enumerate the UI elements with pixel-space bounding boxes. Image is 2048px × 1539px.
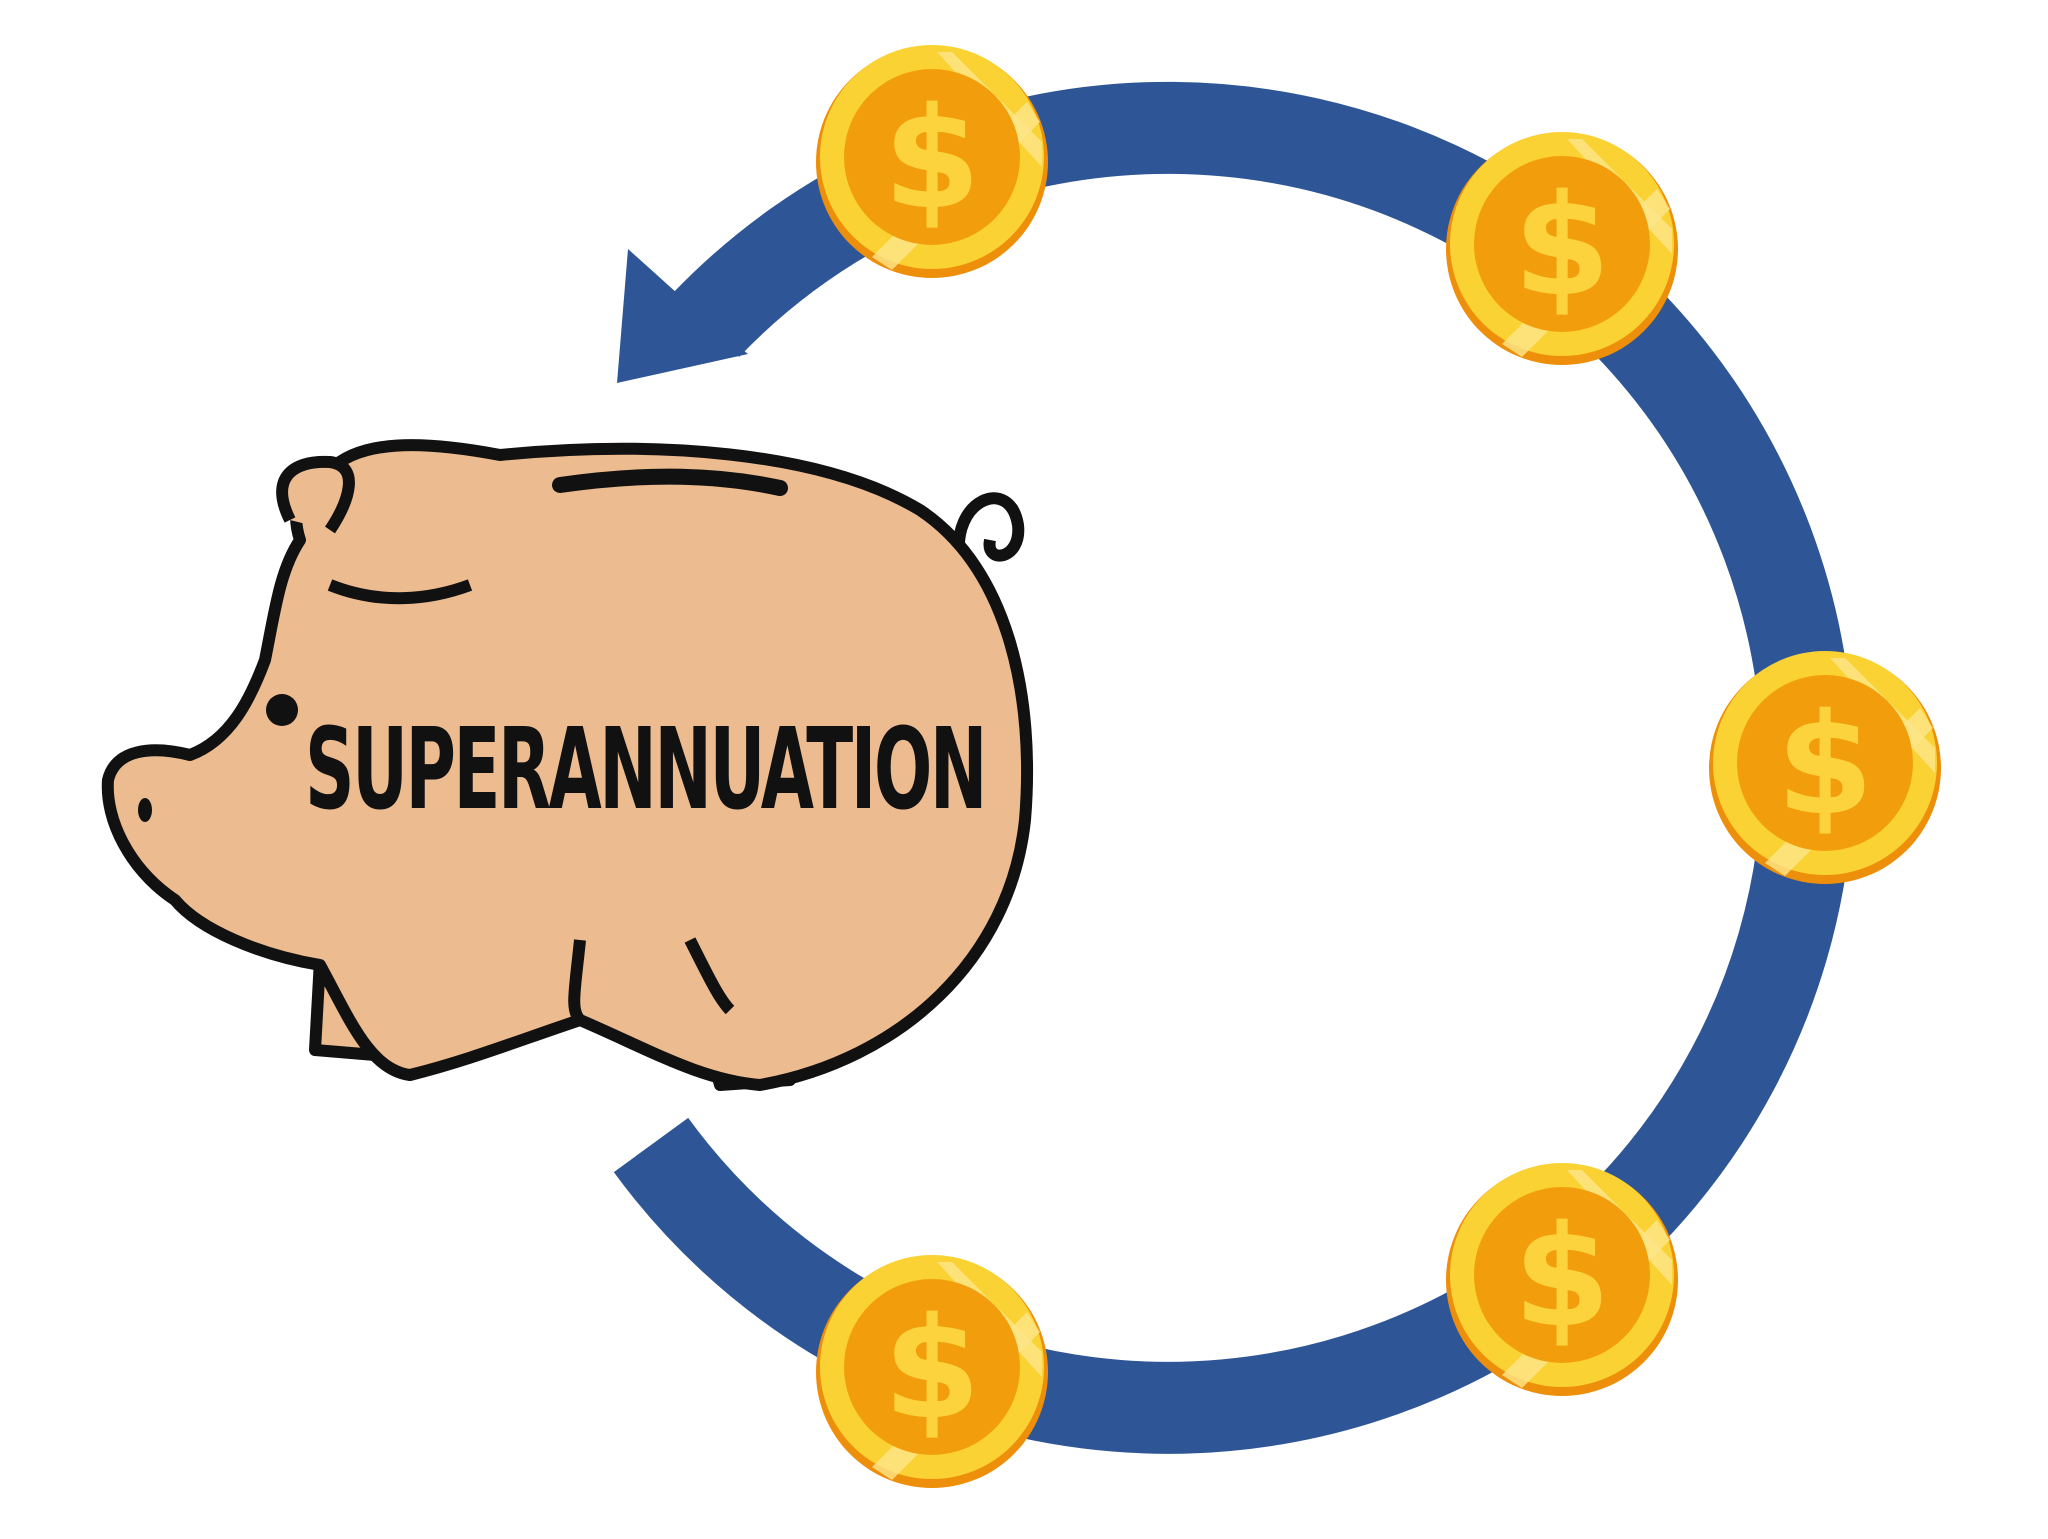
pig-label: SUPERANNUATION [305,705,985,835]
pig-ear [276,455,355,534]
dollar-icon: $ [883,1288,980,1451]
pig-tail [952,492,1025,562]
pig-nostril [138,798,152,822]
dollar-icon: $ [1513,165,1610,328]
piggy-bank [101,439,1034,1091]
dollar-icon: $ [883,78,980,241]
dollar-icon: $ [1513,1196,1610,1359]
dollar-icon: $ [1776,684,1873,847]
coin: $ [816,45,1048,278]
pig-ear-fold [327,579,473,605]
pig-body [101,439,1034,1091]
coin: $ [1709,651,1941,884]
coin: $ [1446,132,1678,365]
arrow-head [617,249,748,383]
coin: $ [816,1255,1048,1488]
coin-slot [552,468,788,496]
coin: $ [1446,1163,1678,1396]
pig-eye [266,694,298,726]
